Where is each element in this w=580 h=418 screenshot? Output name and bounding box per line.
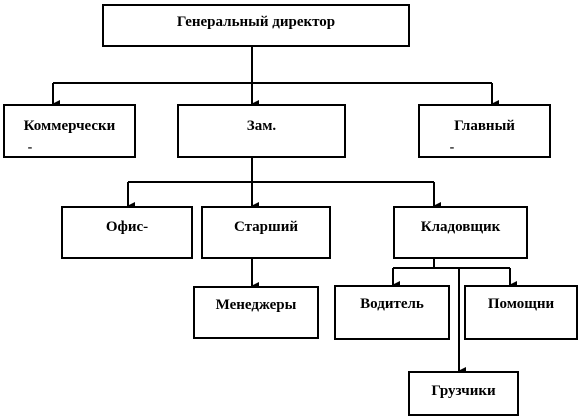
box-loaders: Грузчики <box>408 371 519 416</box>
label-office: Офис- <box>105 219 149 235</box>
label-general-director: Генеральный директор <box>176 14 336 30</box>
label-senior: Старший <box>234 219 298 235</box>
label-deputy: Зам. <box>246 118 277 134</box>
label-assistant: Помощни <box>487 296 555 312</box>
box-senior: Старший <box>201 206 331 259</box>
label-commercial: Коммерчески <box>23 118 116 134</box>
label-loaders: Грузчики <box>431 383 496 399</box>
mark-commercial: - <box>27 140 33 155</box>
label-managers: Менеджеры <box>215 297 297 313</box>
box-assistant: Помощни <box>464 285 578 340</box>
box-managers: Менеджеры <box>193 286 319 339</box>
label-chief: Главный <box>454 118 515 134</box>
label-driver: Водитель <box>360 296 424 312</box>
box-storekeeper: Кладовщик <box>393 206 528 259</box>
box-commercial: Коммерчески - <box>3 104 136 158</box>
box-driver: Водитель <box>334 285 450 340</box>
mark-chief: - <box>449 140 455 155</box>
label-storekeeper: Кладовщик <box>420 219 501 235</box>
box-office: Офис- <box>61 206 193 259</box>
box-chief: Главный - <box>418 104 551 158</box>
box-deputy: Зам. <box>177 104 346 158</box>
box-general-director: Генеральный директор <box>102 4 410 47</box>
